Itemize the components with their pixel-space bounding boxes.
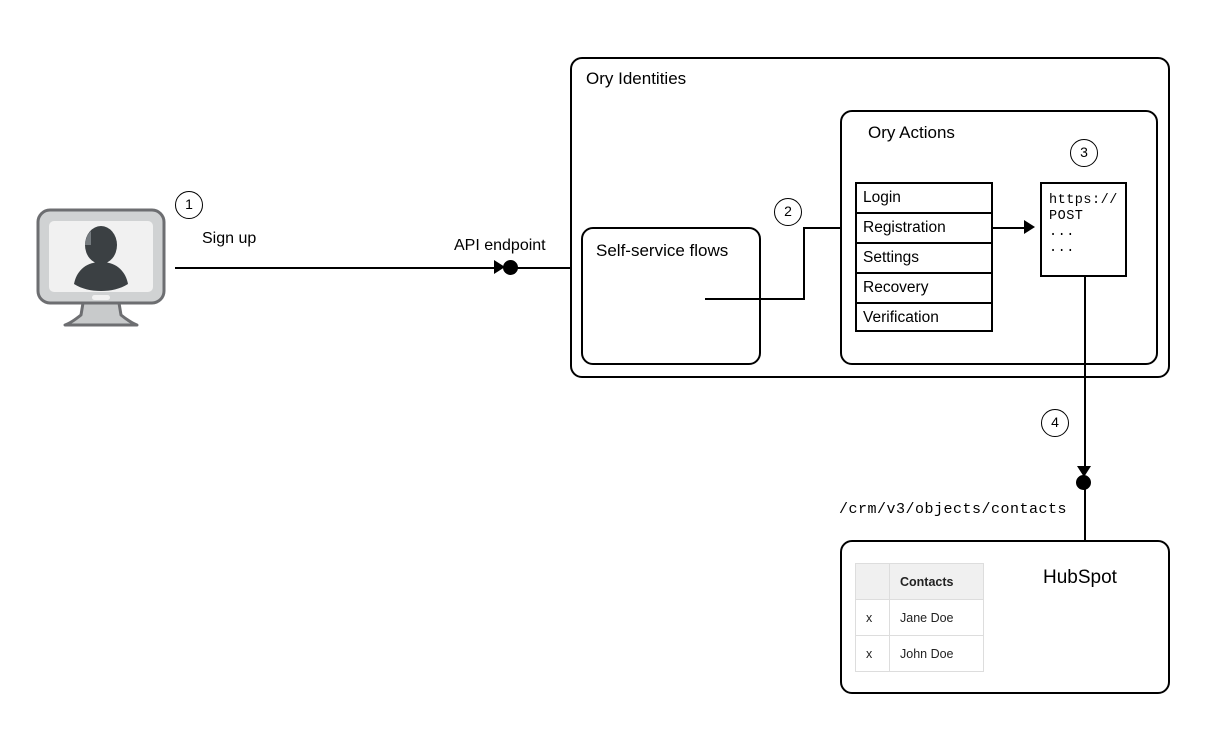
contact-row-marker: x — [855, 635, 890, 672]
sign-up-connector — [175, 267, 497, 269]
contacts-header-contacts: Contacts — [889, 563, 984, 600]
webhook-code-box: https:// POST ... ... — [1040, 182, 1127, 277]
flow-item-login[interactable]: Login — [857, 184, 991, 214]
table-row[interactable]: x Jane Doe — [855, 599, 984, 636]
ory-identities-title: Ory Identities — [586, 69, 687, 88]
webhook-line-body-2: ... — [1049, 241, 1075, 256]
webhook-to-hubspot-connector — [1084, 277, 1086, 471]
sign-up-label: Sign up — [202, 230, 257, 247]
table-row[interactable]: x John Doe — [855, 635, 984, 672]
registration-to-webhook-connector — [993, 227, 1031, 229]
user-monitor-icon — [35, 207, 167, 332]
self-service-to-registration-h2 — [803, 227, 851, 229]
webhook-line-url: https:// — [1049, 193, 1118, 208]
ory-actions-title: Ory Actions — [868, 123, 955, 142]
flow-item-recovery[interactable]: Recovery — [857, 274, 991, 304]
api-endpoint-dot — [503, 260, 518, 275]
hubspot-endpoint-stub — [1084, 488, 1086, 541]
api-endpoint-stub — [516, 267, 572, 269]
self-service-to-registration-h1 — [705, 298, 805, 300]
flow-item-verification[interactable]: Verification — [863, 309, 939, 326]
contacts-header-blank — [855, 563, 890, 600]
step-badge-2: 2 — [774, 198, 802, 226]
contact-row-name: John Doe — [889, 635, 984, 672]
step-badge-4: 4 — [1041, 409, 1069, 437]
sign-up-arrowhead — [494, 260, 505, 274]
contact-row-marker: x — [855, 599, 890, 636]
hubspot-endpoint-dot — [1076, 475, 1091, 490]
flow-item-registration[interactable]: Registration — [857, 214, 991, 244]
contact-row-name: Jane Doe — [889, 599, 984, 636]
monitor-svg — [36, 208, 166, 327]
ory-actions-flow-list: Login Registration Settings Recovery Ver… — [855, 182, 993, 332]
step-badge-1: 1 — [175, 191, 203, 219]
self-service-flows-title: Self-service flows — [596, 241, 729, 260]
crm-path-label: /crm/v3/objects/contacts — [839, 501, 1068, 518]
flow-item-settings[interactable]: Settings — [857, 244, 991, 274]
webhook-line-body-1: ... — [1049, 225, 1075, 240]
hubspot-title: HubSpot — [1043, 567, 1117, 588]
contacts-table: Contacts x Jane Doe x John Doe — [855, 563, 984, 672]
contacts-table-body: x Jane Doe x John Doe — [855, 599, 984, 672]
hubspot-arrowhead — [1077, 466, 1091, 477]
step-badge-3: 3 — [1070, 139, 1098, 167]
contacts-table-head: Contacts — [855, 563, 984, 600]
api-endpoint-label: API endpoint — [454, 237, 546, 254]
webhook-arrowhead — [1024, 220, 1035, 234]
self-service-flows-box — [581, 227, 761, 365]
webhook-line-method: POST — [1049, 209, 1084, 224]
self-service-to-registration-v — [803, 227, 805, 299]
contacts-header-row: Contacts — [855, 563, 984, 600]
